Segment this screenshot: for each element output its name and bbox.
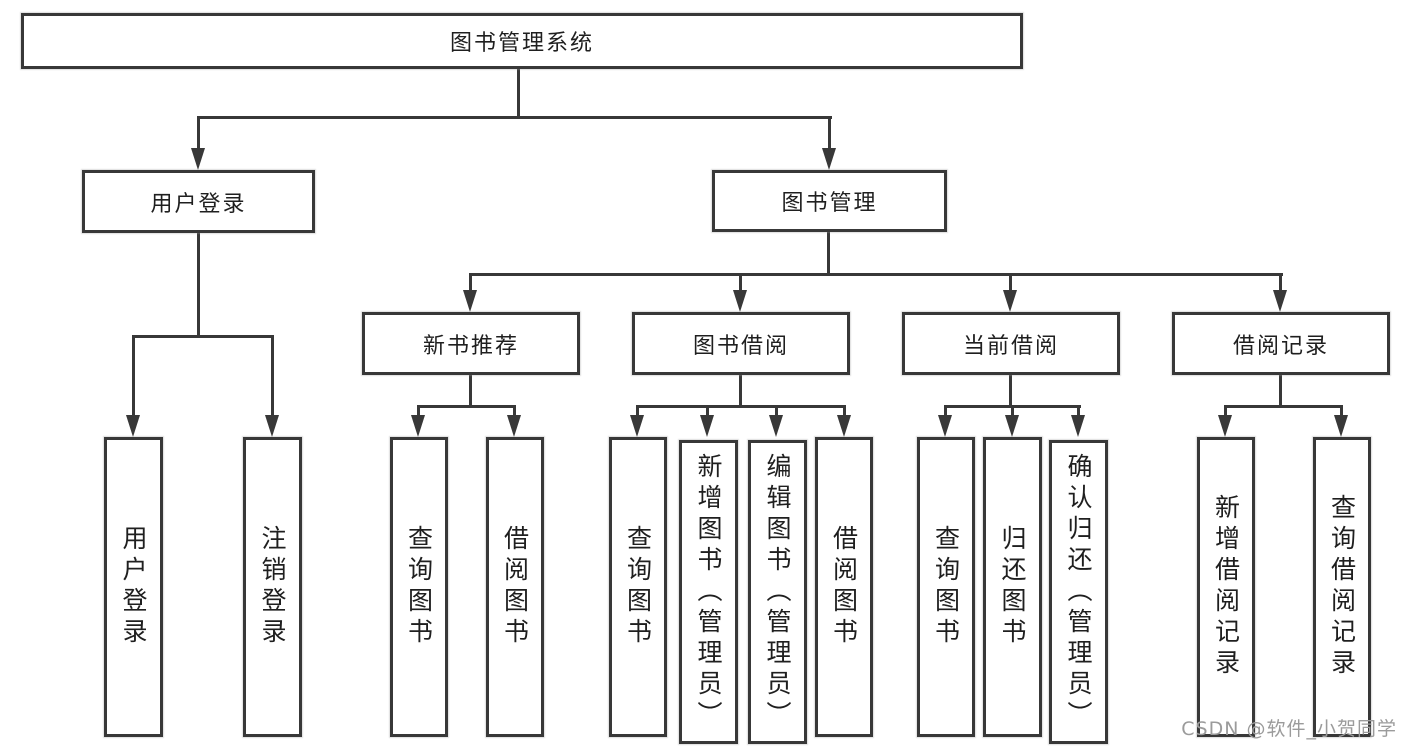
node-user-login: 用户登录: [82, 170, 315, 233]
connector-line: [197, 116, 832, 119]
leaf-query-borrowing-record: 查询借阅记录: [1313, 437, 1371, 737]
leaf-edit-books-admin: 编辑图书（管理员）: [748, 440, 807, 744]
connector-line: [132, 335, 135, 417]
connector-line: [1279, 375, 1282, 408]
node-borrowing-records: 借阅记录: [1172, 312, 1390, 375]
leaf-user-login: 用户登录: [104, 437, 163, 737]
connector-line: [197, 116, 200, 152]
connector-line: [739, 375, 742, 408]
leaf-logout: 注销登录: [243, 437, 302, 737]
leaf-add-books-admin: 新增图书（管理员）: [679, 440, 738, 744]
connector-line: [827, 232, 830, 276]
leaf-query-books-current: 查询图书: [917, 437, 975, 737]
connector-line: [417, 405, 420, 419]
connector-line: [1009, 273, 1012, 295]
node-new-book-recommendation: 新书推荐: [362, 312, 580, 375]
leaf-return-books: 归还图书: [983, 437, 1042, 737]
connector-line: [636, 405, 639, 419]
leaf-borrow-books-recommend: 借阅图书: [486, 437, 544, 737]
connector-line: [1009, 375, 1012, 408]
connector-line: [1077, 405, 1080, 419]
csdn-watermark: CSDN @软件_小贺同学: [1181, 718, 1397, 740]
arrow-down-icon: [1071, 415, 1085, 437]
leaf-query-books-recommend: 查询图书: [390, 437, 448, 737]
connector-line: [775, 405, 778, 419]
connector-line: [417, 405, 516, 408]
connector-line: [739, 273, 742, 295]
arrow-down-icon: [1005, 415, 1019, 437]
arrow-down-icon: [938, 415, 952, 437]
connector-line: [469, 375, 472, 408]
connector-line: [1224, 405, 1343, 408]
node-current-borrowing: 当前借阅: [902, 312, 1120, 375]
connector-line: [1279, 273, 1282, 295]
leaf-query-books-borrowing: 查询图书: [609, 437, 667, 737]
leaf-borrow-books-borrowing: 借阅图书: [815, 437, 873, 737]
connector-line: [636, 405, 846, 408]
connector-line: [517, 69, 520, 119]
connector-line: [828, 116, 831, 152]
arrow-down-icon: [1334, 415, 1348, 437]
arrow-down-icon: [191, 148, 205, 170]
arrow-down-icon: [1003, 290, 1017, 312]
arrow-down-icon: [630, 415, 644, 437]
arrow-down-icon: [265, 415, 279, 437]
connector-line: [271, 335, 274, 417]
arrow-down-icon: [733, 290, 747, 312]
arrow-down-icon: [126, 415, 140, 437]
arrow-down-icon: [769, 415, 783, 437]
connector-line: [469, 273, 472, 295]
arrow-down-icon: [1273, 290, 1287, 312]
connector-line: [1340, 405, 1343, 419]
connector-line: [469, 273, 1283, 276]
node-book-management: 图书管理: [712, 170, 947, 232]
arrow-down-icon: [411, 415, 425, 437]
arrow-down-icon: [507, 415, 521, 437]
node-book-borrowing: 图书借阅: [632, 312, 850, 375]
node-library-management-system: 图书管理系统: [21, 13, 1023, 69]
connector-line: [1011, 405, 1014, 419]
connector-line: [513, 405, 516, 419]
leaf-add-borrowing-record: 新增借阅记录: [1197, 437, 1255, 737]
connector-line: [1224, 405, 1227, 419]
arrow-down-icon: [1218, 415, 1232, 437]
arrow-down-icon: [700, 415, 714, 437]
arrow-down-icon: [822, 148, 836, 170]
connector-line: [197, 233, 200, 338]
connector-line: [706, 405, 709, 419]
arrow-down-icon: [463, 290, 477, 312]
leaf-confirm-return-admin: 确认归还（管理员）: [1049, 440, 1108, 744]
connector-line: [944, 405, 947, 419]
arrow-down-icon: [837, 415, 851, 437]
connector-line: [843, 405, 846, 419]
connector-line: [132, 335, 274, 338]
